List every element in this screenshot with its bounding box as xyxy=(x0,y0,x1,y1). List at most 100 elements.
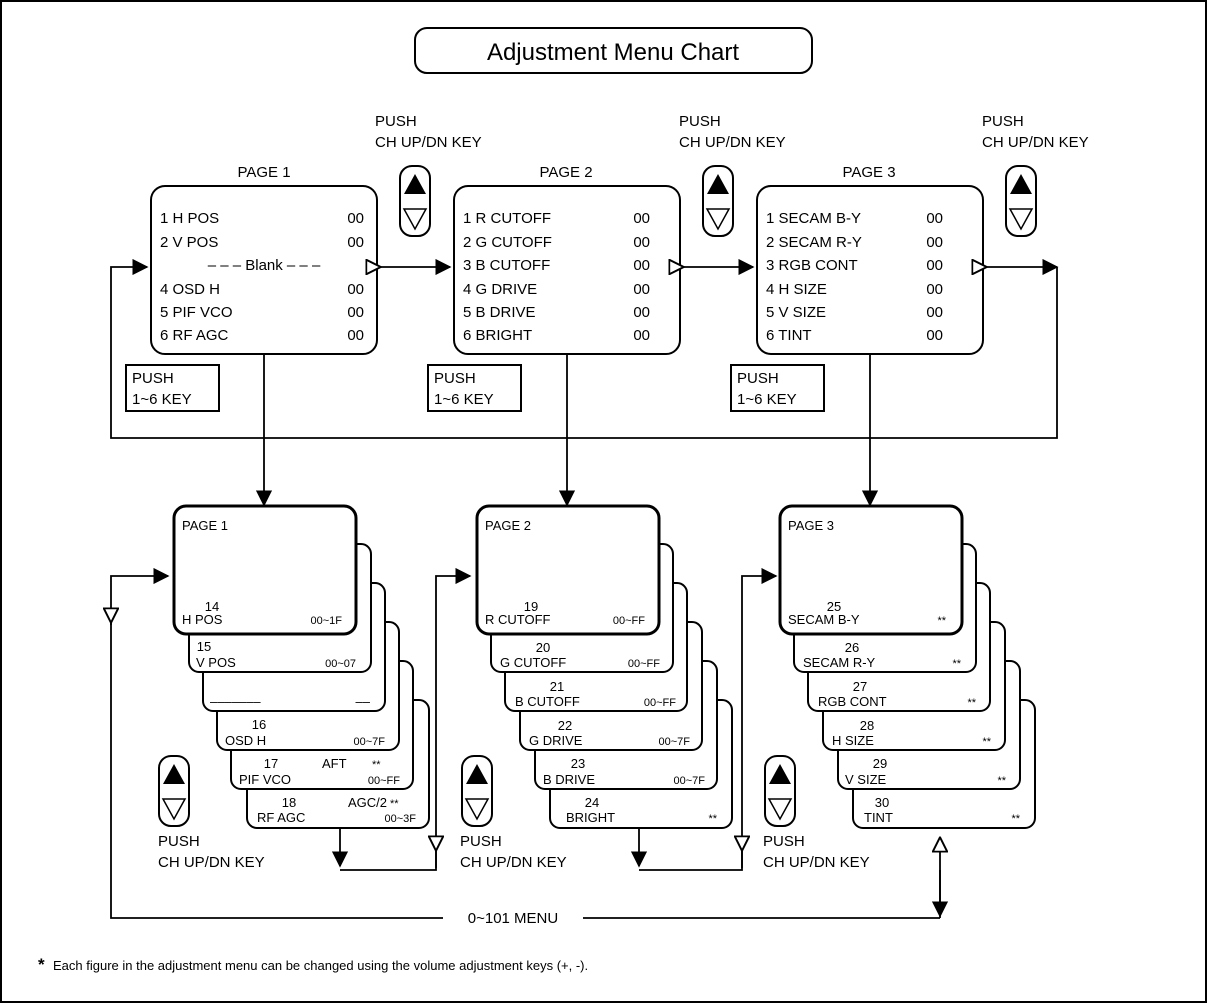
stack-item-range: 00~FF xyxy=(628,658,660,670)
menu-item-value: 00 xyxy=(347,210,364,227)
stack-item-number: 27 xyxy=(853,679,867,694)
stack-item-name: PIF VCO xyxy=(239,772,291,787)
stack-item-number: 23 xyxy=(571,756,585,771)
stack-item-name: SECAM B-Y xyxy=(788,612,860,627)
push-ch-label: CH UP/DN KEY xyxy=(679,134,786,151)
updown-key-icon xyxy=(764,755,796,827)
updown-key-icon xyxy=(158,755,190,827)
stack-item-range: ** xyxy=(982,736,991,748)
stack-item-number: 24 xyxy=(585,795,599,810)
push-1-6-key-box: PUSH 1~6 KEY xyxy=(730,364,825,412)
stack-item-range: 00~1F xyxy=(311,615,343,627)
updown-key-icon xyxy=(702,165,734,237)
stack-item-range: 00~7F xyxy=(354,736,386,748)
stack-item-name: ––––––– xyxy=(210,694,261,709)
push-ch-label: PUSH xyxy=(679,113,721,130)
stack-item-number: 18 xyxy=(282,795,296,810)
stack-item-star: ** xyxy=(372,759,381,771)
menu-item-label: 5 B DRIVE xyxy=(463,304,536,321)
stack-item-number: 20 xyxy=(536,640,550,655)
push-1-6-key-box: PUSH 1~6 KEY xyxy=(125,364,220,412)
page-1-label: PAGE 1 xyxy=(237,164,290,181)
svg-text:PUSH: PUSH xyxy=(132,370,174,387)
page-2-label: PAGE 2 xyxy=(539,164,592,181)
stack-item-range: 00~7F xyxy=(674,775,706,787)
menu-item-label: 6 TINT xyxy=(766,327,812,344)
menu-item-value: 00 xyxy=(926,210,943,227)
menu-item-label: 3 RGB CONT xyxy=(766,257,858,274)
stack-item-range: ** xyxy=(1011,813,1020,825)
push-ch-label: PUSH xyxy=(460,833,502,850)
menu-range-label: 0~101 MENU xyxy=(468,910,558,927)
stack-item-name: H SIZE xyxy=(832,733,874,748)
stack-item-range: ** xyxy=(997,775,1006,787)
page-1-stack xyxy=(172,504,430,829)
svg-text:PUSH: PUSH xyxy=(737,370,779,387)
menu-item-value: 00 xyxy=(633,234,650,251)
stack-item-range: 00~3F xyxy=(385,813,417,825)
stack-item-number: 17 xyxy=(264,756,278,771)
menu-item-label: 3 B CUTOFF xyxy=(463,257,550,274)
stack-item-range: 00~FF xyxy=(644,697,676,709)
stack-item-number: 21 xyxy=(550,679,564,694)
menu-item-label: 4 H SIZE xyxy=(766,281,827,298)
menu-item-label: 4 OSD H xyxy=(160,281,220,298)
stack-item-range: ** xyxy=(967,697,976,709)
stack-item-number: 25 xyxy=(827,599,841,614)
menu-item-label: 6 BRIGHT xyxy=(463,327,532,344)
push-ch-label: CH UP/DN KEY xyxy=(158,854,265,871)
page-3-stack xyxy=(778,504,1036,829)
menu-item-value: 00 xyxy=(347,234,364,251)
menu-item-value: 00 xyxy=(347,304,364,321)
menu-item-label: 1 SECAM B-Y xyxy=(766,210,861,227)
stack-page-label: PAGE 1 xyxy=(182,518,228,533)
menu-item-label: 5 PIF VCO xyxy=(160,304,233,321)
stack-item-name: SECAM R-Y xyxy=(803,655,876,670)
page-wrap-loop xyxy=(110,258,1057,439)
push-ch-label: PUSH xyxy=(763,833,805,850)
stack-item-range: –– xyxy=(356,694,371,709)
menu-item-value: 00 xyxy=(926,304,943,321)
updown-key-icon xyxy=(461,755,493,827)
stack-item-range: ** xyxy=(952,658,961,670)
menu-item-value: 00 xyxy=(633,327,650,344)
stack-page-label: PAGE 3 xyxy=(788,518,834,533)
stack-item-range: 00~FF xyxy=(368,775,400,787)
stack-item-name: G DRIVE xyxy=(529,733,583,748)
menu-item-value: 00 xyxy=(633,210,650,227)
menu-item-value: 00 xyxy=(926,234,943,251)
stack-item-number: 30 xyxy=(875,795,889,810)
stack-item-name: V POS xyxy=(196,655,236,670)
stack-item-number: 22 xyxy=(558,718,572,733)
svg-text:1~6 KEY: 1~6 KEY xyxy=(737,391,797,408)
stack-item-name: R CUTOFF xyxy=(485,612,551,627)
stack-item-range: ** xyxy=(937,615,946,627)
stack-item-name: G CUTOFF xyxy=(500,655,566,670)
push-ch-label: PUSH xyxy=(158,833,200,850)
stack-item-star: ** xyxy=(390,798,399,810)
stack-page-label: PAGE 2 xyxy=(485,518,531,533)
menu-item-label: 2 G CUTOFF xyxy=(463,234,552,251)
updown-key-icon xyxy=(399,165,431,237)
stack-item-name: RGB CONT xyxy=(818,694,887,709)
push-ch-label: CH UP/DN KEY xyxy=(982,134,1089,151)
stack-item-number: 15 xyxy=(197,639,211,654)
stack-item-name: OSD H xyxy=(225,733,266,748)
stack-item-number: 26 xyxy=(845,640,859,655)
stack-item-number: 16 xyxy=(252,717,266,732)
title-box xyxy=(414,27,813,74)
stack-item-range: 00~07 xyxy=(325,658,356,670)
menu-item-value: 00 xyxy=(926,281,943,298)
menu-item-value: 00 xyxy=(633,304,650,321)
stack-item-range: ** xyxy=(708,813,717,825)
push-1-6-key-box: PUSH 1~6 KEY xyxy=(427,364,522,412)
updown-key-icon xyxy=(1005,165,1037,237)
svg-text:1~6 KEY: 1~6 KEY xyxy=(132,391,192,408)
svg-text:1~6 KEY: 1~6 KEY xyxy=(434,391,494,408)
footnote-star: * xyxy=(38,955,45,974)
menu-item-label: 2 V POS xyxy=(160,234,218,251)
stack-item-name: B CUTOFF xyxy=(515,694,580,709)
stack-item-number: 28 xyxy=(860,718,874,733)
stack-item-extra: AGC/2 xyxy=(348,795,387,810)
